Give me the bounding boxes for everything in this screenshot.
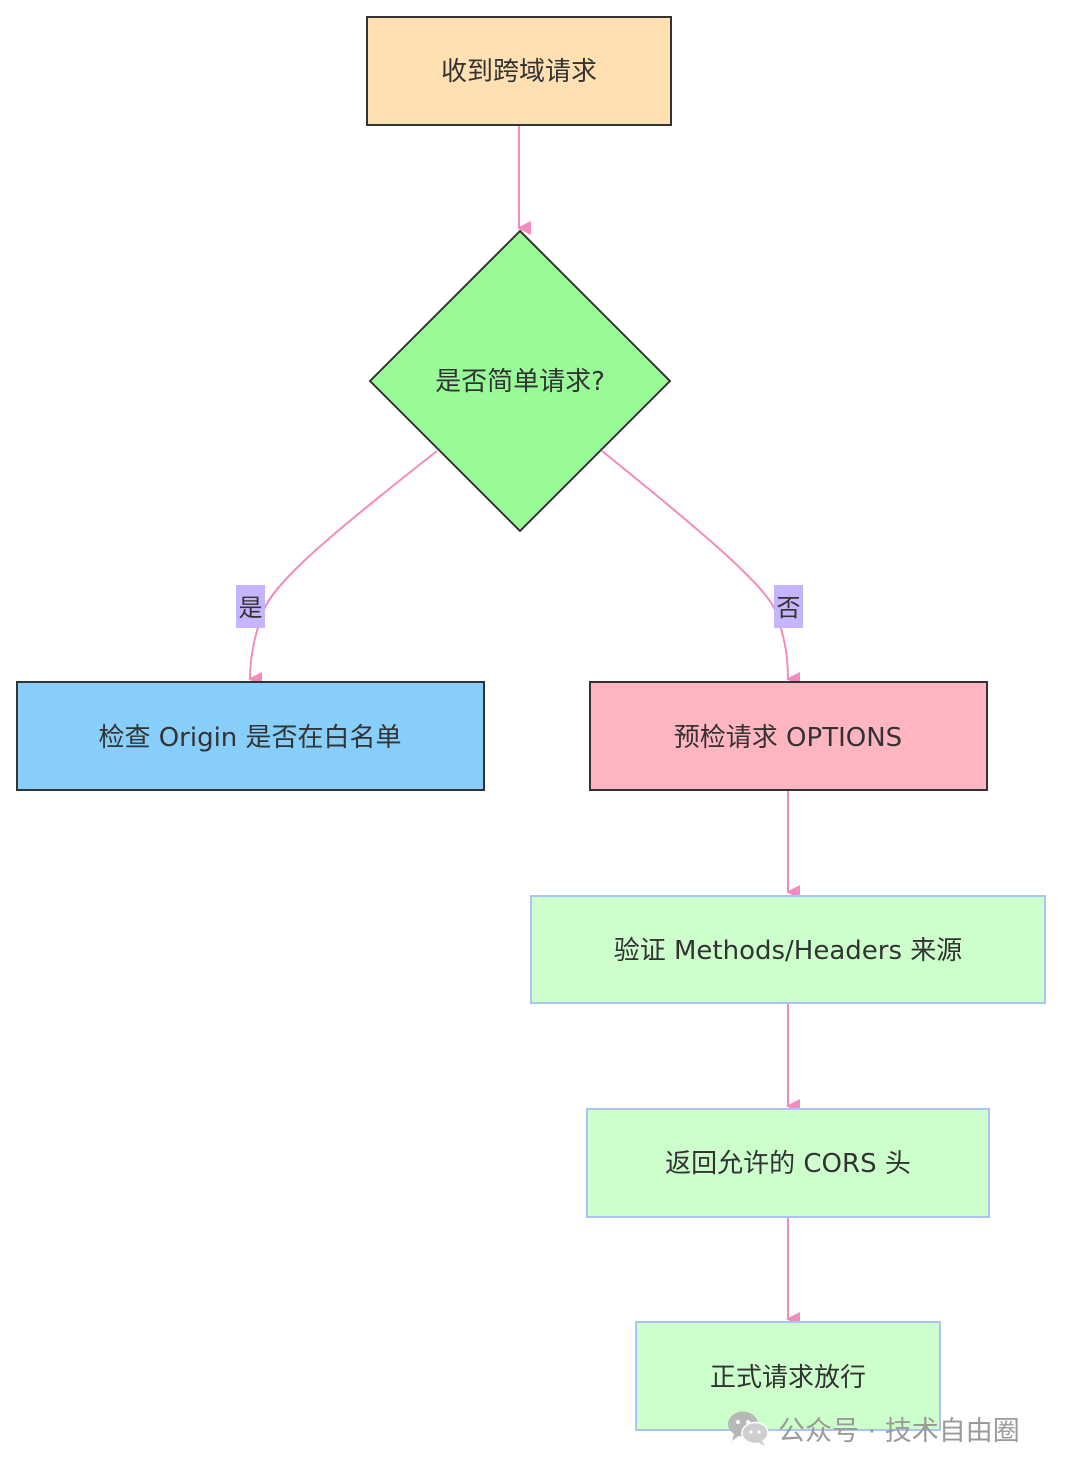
edge-label-no: 否	[774, 585, 803, 628]
node-allow-box	[635, 1321, 941, 1431]
node-verify-label: 验证 Methods/Headers 来源	[614, 936, 963, 966]
node-decision-diamond	[368, 229, 672, 533]
node-decision: 是否简单请求?	[368, 229, 672, 533]
node-decision-label: 是否简单请求?	[435, 367, 605, 397]
node-preflight: 预检请求 OPTIONS	[589, 681, 988, 791]
node-verify: 验证 Methods/Headers 来源	[530, 895, 1046, 1004]
wechat-icon	[728, 1411, 769, 1446]
node-allow: 正式请求放行	[635, 1321, 941, 1431]
node-return-cors-label: 返回允许的 CORS 头	[665, 1149, 911, 1179]
node-return-cors: 返回允许的 CORS 头	[586, 1108, 990, 1218]
node-return-cors-box	[586, 1108, 990, 1218]
edge-label-yes-text: 是	[239, 594, 263, 622]
node-start-box	[366, 16, 672, 126]
edges	[248, 125, 801, 1326]
node-check-origin-label: 检查 Origin 是否在白名单	[98, 723, 401, 753]
edge-label-yes: 是	[236, 585, 265, 628]
watermark: 公众号 · 技术自由圈	[726, 1404, 1020, 1452]
node-start: 收到跨域请求	[366, 16, 672, 126]
watermark-text: 公众号 · 技术自由圈	[778, 1415, 1020, 1447]
node-preflight-label: 预检请求 OPTIONS	[674, 723, 902, 753]
node-allow-label: 正式请求放行	[710, 1363, 866, 1393]
edge-decision-to-check-origin	[248, 450, 438, 687]
edge-decision-to-preflight	[601, 450, 801, 686]
edge-label-no-text: 否	[777, 594, 801, 622]
node-start-label: 收到跨域请求	[441, 57, 597, 87]
node-verify-box	[530, 895, 1046, 1004]
node-check-origin: 检查 Origin 是否在白名单	[16, 681, 485, 791]
node-check-origin-box	[16, 681, 485, 791]
node-preflight-box	[589, 681, 988, 791]
